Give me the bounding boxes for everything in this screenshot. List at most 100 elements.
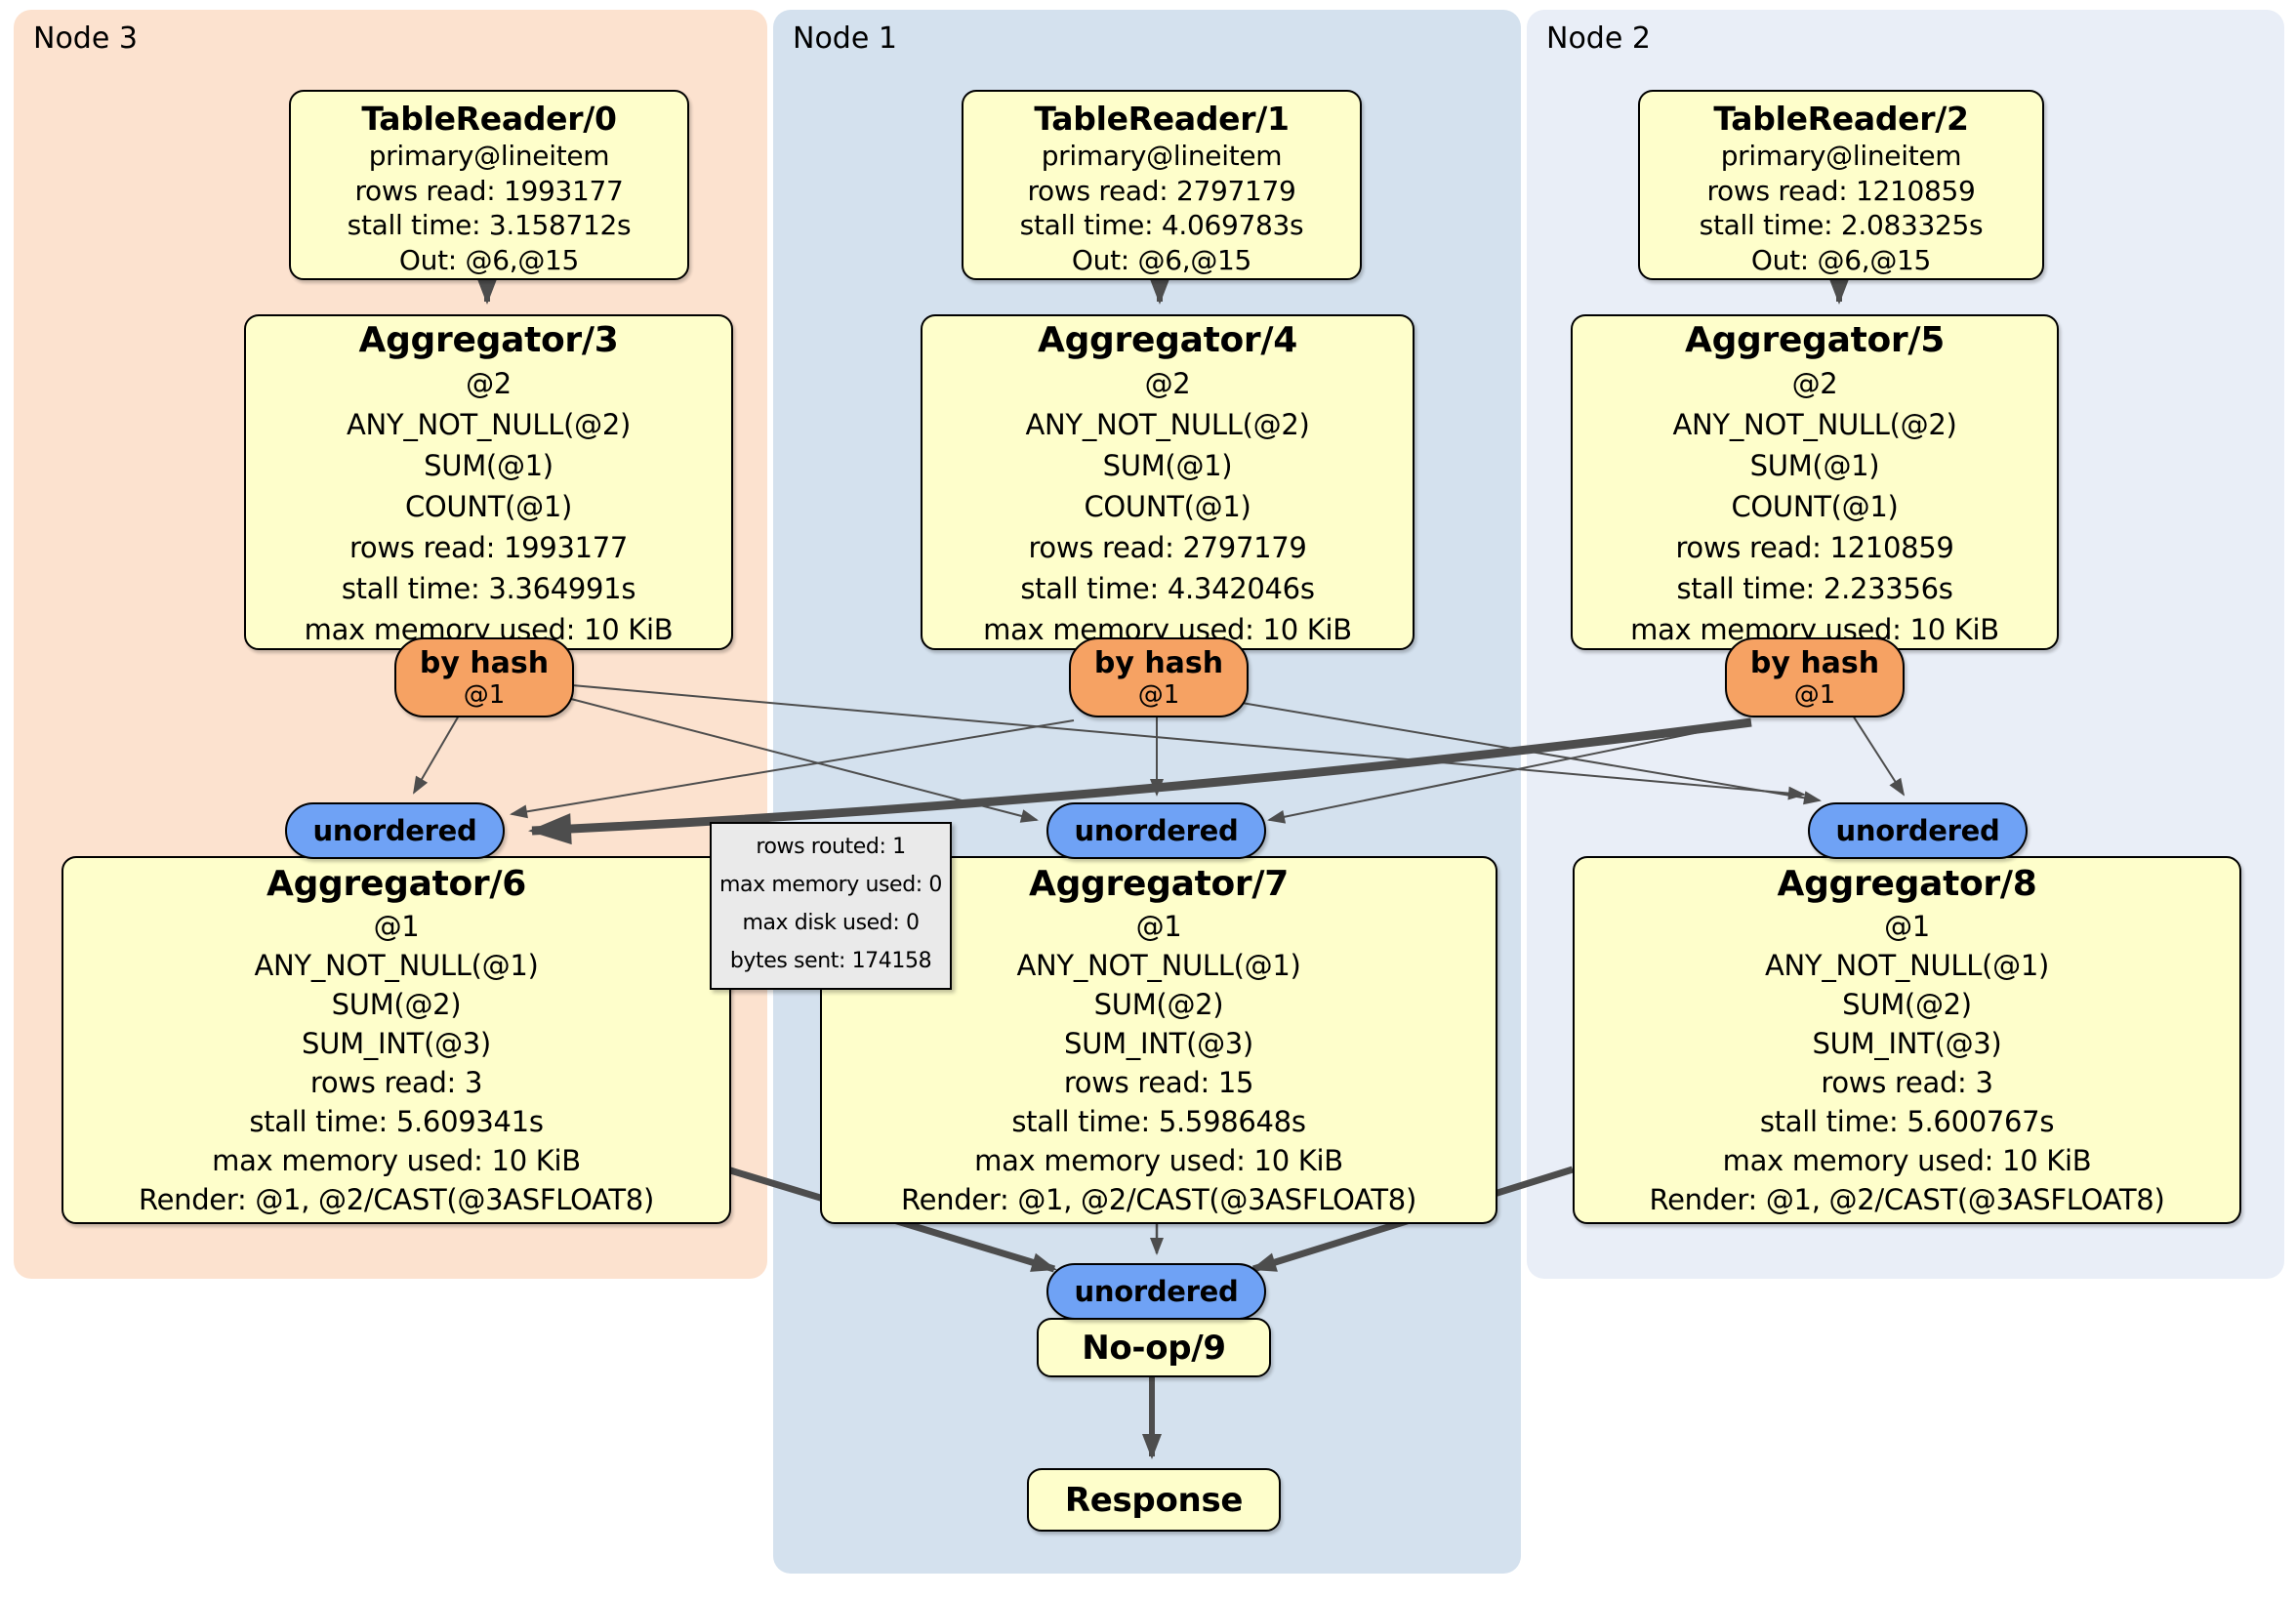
aggregator-3-box[interactable]: Aggregator/3 @2 ANY_NOT_NULL(@2) SUM(@1)…: [244, 314, 733, 650]
node3-label: Node 3: [33, 21, 138, 56]
processor-line: rows read: 15: [1063, 1066, 1254, 1099]
processor-line: SUM(@2): [1842, 988, 1972, 1021]
router-stream: @1: [1793, 680, 1836, 710]
processor-line: SUM_INT(@3): [1812, 1027, 2002, 1060]
processor-title: TableReader/0: [361, 100, 617, 138]
processor-line: @1: [1884, 910, 1930, 943]
processor-line: SUM(@1): [1102, 449, 1233, 482]
sync-label: unordered: [312, 814, 477, 847]
router-label: by hash: [1093, 646, 1224, 680]
processor-line: ANY_NOT_NULL(@1): [1765, 949, 2049, 982]
sync-unordered-noop[interactable]: unordered: [1046, 1263, 1266, 1320]
processor-line: ANY_NOT_NULL(@2): [1672, 408, 1957, 441]
processor-line: stall time: 2.083325s: [1699, 209, 1984, 241]
edge-byhash3-unordered1[interactable]: [570, 698, 1039, 823]
response-box[interactable]: Response: [1027, 1468, 1281, 1532]
processor-line: SUM_INT(@3): [1064, 1027, 1253, 1060]
processor-line: @2: [1791, 367, 1838, 400]
processor-line: stall time: 4.342046s: [1020, 572, 1315, 605]
aggregator-8-box[interactable]: Aggregator/8 @1 ANY_NOT_NULL(@1) SUM(@2)…: [1573, 856, 2241, 1224]
sync-unordered-node2[interactable]: unordered: [1808, 802, 2028, 859]
processor-line: max memory used: 10 KiB: [1722, 1144, 2092, 1177]
processor-line: Out: @6,@15: [1750, 243, 1932, 276]
processor-line: @1: [373, 910, 420, 943]
processor-line: Out: @6,@15: [398, 243, 580, 276]
processor-title: Aggregator/7: [1029, 864, 1289, 904]
processor-line: rows read: 3: [1821, 1066, 1993, 1099]
sync-label: unordered: [1074, 1275, 1239, 1308]
processor-line: rows read: 1210859: [1706, 174, 1976, 207]
processor-line: rows read: 1993177: [348, 531, 629, 564]
processor-line: @2: [466, 367, 512, 400]
sync-unordered-node3[interactable]: unordered: [285, 802, 505, 859]
edge-byhash2-unordered2[interactable]: [1852, 715, 1906, 797]
router-stream: @1: [1137, 680, 1180, 710]
processor-line: SUM(@1): [424, 449, 554, 482]
processor-line: stall time: 3.364991s: [341, 572, 636, 605]
router-stream: @1: [463, 680, 506, 710]
edge-byhash1-unordered3[interactable]: [510, 719, 1075, 819]
processor-line: rows read: 3: [309, 1066, 483, 1099]
processor-title: Aggregator/4: [1038, 320, 1297, 360]
processor-title: Response: [1064, 1480, 1244, 1520]
processor-line: @1: [1135, 910, 1182, 943]
processor-line: ANY_NOT_NULL(@2): [347, 408, 631, 441]
node2-label: Node 2: [1546, 21, 1651, 56]
processor-title: Aggregator/6: [266, 864, 526, 904]
tablereader-2-box[interactable]: TableReader/2 primary@lineitem rows read…: [1638, 90, 2044, 280]
processor-line: stall time: 4.069783s: [1019, 209, 1304, 241]
processor-line: COUNT(@1): [1084, 490, 1251, 523]
processor-title: No-op/9: [1082, 1328, 1226, 1368]
processor-line: SUM_INT(@3): [302, 1027, 491, 1060]
processor-line: @2: [1144, 367, 1191, 400]
router-by-hash-node2[interactable]: by hash @1: [1725, 637, 1905, 717]
processor-line: max memory used: 10 KiB: [974, 1144, 1343, 1177]
processor-line: max memory used: 10 KiB: [212, 1144, 581, 1177]
processor-line: COUNT(@1): [404, 490, 573, 523]
noop-box[interactable]: No-op/9: [1037, 1318, 1271, 1377]
sync-label: unordered: [1074, 814, 1239, 847]
processor-line: ANY_NOT_NULL(@1): [254, 949, 539, 982]
processor-line: rows read: 1993177: [354, 174, 624, 207]
processor-title: TableReader/1: [1034, 100, 1290, 138]
processor-line: Render: @1, @2/CAST(@3ASFLOAT8): [901, 1183, 1416, 1216]
edge-byhash3-unordered2[interactable]: [571, 684, 1806, 800]
processor-line: ANY_NOT_NULL(@2): [1025, 408, 1310, 441]
processor-line: stall time: 5.609341s: [249, 1105, 544, 1138]
stream-stats-tooltip: rows routed: 1 max memory used: 0 max di…: [710, 822, 952, 990]
sync-label: unordered: [1835, 814, 2000, 847]
aggregator-4-box[interactable]: Aggregator/4 @2 ANY_NOT_NULL(@2) SUM(@1)…: [921, 314, 1414, 650]
sync-unordered-node1[interactable]: unordered: [1046, 802, 1266, 859]
processor-line: rows read: 2797179: [1027, 174, 1296, 207]
processor-title: TableReader/2: [1713, 100, 1969, 138]
processor-line: Render: @1, @2/CAST(@3ASFLOAT8): [1649, 1183, 2165, 1216]
processor-line: SUM(@2): [1093, 988, 1224, 1021]
tooltip-line: bytes sent: 174158: [729, 949, 932, 973]
processor-title: Aggregator/8: [1777, 864, 2037, 904]
processor-line: SUM(@2): [331, 988, 462, 1021]
processor-line: SUM(@1): [1749, 449, 1880, 482]
processor-title: Aggregator/3: [358, 320, 619, 360]
processor-line: Out: @6,@15: [1071, 243, 1252, 276]
processor-line: Render: @1, @2/CAST(@3ASFLOAT8): [139, 1183, 654, 1216]
edge-byhash2-unordered3-thick[interactable]: [528, 717, 1752, 845]
processor-line: COUNT(@1): [1731, 490, 1899, 523]
edge-byhash3-unordered3[interactable]: [412, 715, 460, 795]
aggregator-5-box[interactable]: Aggregator/5 @2 ANY_NOT_NULL(@2) SUM(@1)…: [1571, 314, 2059, 650]
processor-line: primary@lineitem: [1041, 140, 1283, 172]
tooltip-line: rows routed: 1: [756, 835, 906, 859]
tablereader-0-box[interactable]: TableReader/0 primary@lineitem rows read…: [289, 90, 689, 280]
processor-title: Aggregator/5: [1685, 320, 1945, 360]
edge-byhash2-unordered1[interactable]: [1267, 725, 1729, 824]
processor-line: primary@lineitem: [1720, 140, 1962, 172]
tablereader-1-box[interactable]: TableReader/1 primary@lineitem rows read…: [962, 90, 1362, 280]
router-by-hash-node3[interactable]: by hash @1: [394, 637, 574, 717]
processor-line: stall time: 5.598648s: [1011, 1105, 1306, 1138]
aggregator-6-box[interactable]: Aggregator/6 @1 ANY_NOT_NULL(@1) SUM(@2)…: [62, 856, 731, 1224]
tooltip-line: max memory used: 0: [719, 873, 942, 897]
router-label: by hash: [1749, 646, 1880, 680]
router-by-hash-node1[interactable]: by hash @1: [1069, 637, 1249, 717]
router-label: by hash: [419, 646, 550, 680]
node1-label: Node 1: [793, 21, 897, 56]
